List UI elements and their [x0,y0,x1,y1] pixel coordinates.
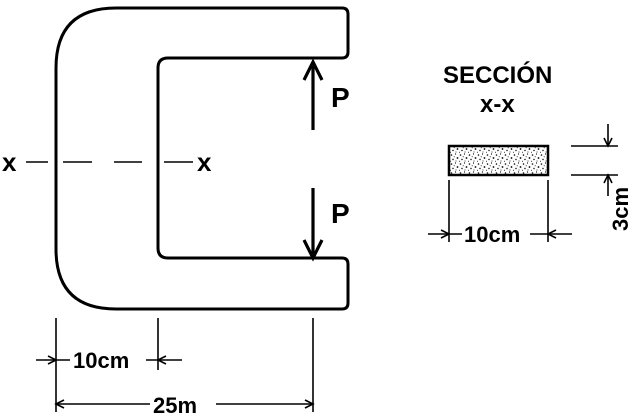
section-subtitle: x-x [480,91,515,118]
c-member-outline [54,6,350,311]
cross-section-rect [447,144,550,177]
force-label-top: P [331,82,350,113]
dim-label-member-total: 25m [153,393,197,418]
dim-member-thickness [36,318,182,370]
section-title: SECCIÓN [443,61,552,89]
force-arrow-up [302,58,324,130]
force-arrow-down [302,188,324,262]
force-label-bottom: P [331,198,350,229]
axis-label-right: x [197,147,212,177]
dim-section-width [428,180,572,242]
dim-section-height [571,124,618,196]
axis-label-left: x [2,147,17,177]
dim-member-total [54,318,315,412]
dim-label-section-height: 3cm [608,187,633,231]
dim-label-section-width: 10cm [464,222,520,247]
dim-label-member-thickness: 10cm [73,348,129,373]
